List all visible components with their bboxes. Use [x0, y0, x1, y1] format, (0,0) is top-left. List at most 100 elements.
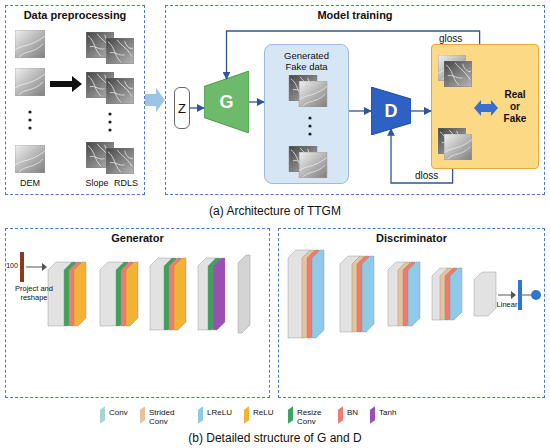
fake-tiles — [299, 81, 327, 107]
legend-label: LReLU — [207, 408, 232, 417]
dem-tiles — [15, 68, 45, 96]
fake-tiles — [308, 124, 311, 127]
discriminator-layers — [522, 295, 531, 296]
generator-layers — [164, 258, 176, 330]
generator-layers — [69, 262, 81, 326]
figure-caption: (b) Detailed structure of G and D — [0, 432, 550, 446]
generator-layers — [48, 262, 72, 326]
generator-block: G — [204, 71, 249, 133]
image-label: DEM — [15, 178, 45, 189]
generator-layers — [74, 262, 86, 326]
discriminator-layers — [288, 250, 310, 338]
data-box: Generated Fake data — [264, 44, 349, 184]
legend-swatch — [198, 406, 203, 424]
fake-tiles — [289, 75, 327, 178]
dem-tiles — [15, 30, 45, 58]
layer-note: Project and reshape — [12, 284, 56, 302]
connector — [349, 110, 371, 111]
image-label: Slope — [82, 178, 112, 189]
discriminator-layers — [518, 280, 522, 310]
discriminator-layers — [352, 256, 364, 332]
generator-layers — [208, 258, 220, 330]
dem-tiles — [28, 118, 31, 121]
discriminator-layers — [511, 291, 516, 299]
generator-layers — [150, 258, 172, 330]
group-box: Discriminator — [278, 228, 545, 398]
real-fake-tiles — [438, 128, 466, 154]
discriminator-layers — [474, 272, 496, 316]
fake-tiles — [289, 146, 317, 172]
discriminator-layers — [498, 295, 511, 296]
legend-swatch — [100, 406, 105, 424]
discriminator-layers — [445, 268, 457, 320]
discriminator-layers — [432, 268, 448, 320]
fake-tiles — [299, 152, 327, 178]
discriminator-layers — [357, 256, 369, 332]
discriminator-layers — [408, 262, 420, 326]
generator-layers — [100, 262, 124, 326]
generator-layers — [198, 258, 216, 330]
group-box: Generator — [5, 228, 270, 398]
slope-rdls-tiles — [86, 32, 134, 174]
decision-box: Real or Fake — [431, 44, 539, 169]
figure-caption: (a) Architecture of TTGM — [0, 205, 550, 219]
generator-layers — [213, 258, 225, 330]
legend-label: Strided Conv — [149, 408, 179, 426]
legend-label: ReLU — [253, 408, 273, 417]
legend-label: Tanh — [379, 408, 396, 417]
discriminator-layers — [388, 262, 406, 326]
slope-rdls-tiles — [86, 72, 114, 98]
legend-label: Resize Conv — [297, 408, 327, 426]
generator-layers — [169, 258, 181, 330]
connector — [391, 129, 453, 183]
slope-rdls-tiles — [108, 128, 111, 131]
discriminator-layers — [440, 268, 452, 320]
dem-tiles — [15, 145, 45, 173]
discriminator-layers — [302, 250, 314, 338]
discriminator-block: D — [371, 87, 411, 135]
discriminator-layers — [312, 250, 324, 338]
discriminator-layers — [288, 250, 541, 338]
real-fake-tiles — [438, 55, 466, 81]
connector — [190, 107, 204, 108]
image-label: RDLS — [110, 178, 142, 189]
dem-tiles — [28, 126, 31, 129]
process-arrow — [50, 76, 82, 92]
dem-tiles — [28, 110, 31, 113]
group-box: Model trainingZ GGenerated Fake data D Real… — [165, 5, 545, 195]
real-fake-tiles — [444, 134, 472, 160]
group-box: Data preprocessing — [5, 5, 145, 195]
legend-swatch — [338, 406, 343, 424]
box-label: Real or Fake — [499, 89, 531, 125]
discriminator-layers — [340, 256, 360, 332]
flow-arrow — [145, 88, 165, 112]
slope-rdls-tiles — [86, 142, 114, 168]
slope-rdls-tiles — [86, 32, 114, 58]
generator-layers — [116, 262, 128, 326]
generator-layers — [238, 255, 250, 333]
generator-layers — [20, 252, 250, 333]
discriminator-layers — [403, 262, 415, 326]
block-label: G — [204, 71, 249, 133]
fake-tiles — [308, 132, 311, 135]
vector-label: Z — [178, 101, 186, 116]
connector — [411, 110, 431, 111]
block-label: D — [371, 87, 411, 135]
dem-tiles — [15, 30, 45, 173]
shape-outline — [371, 87, 411, 135]
group-title: Model training — [166, 9, 544, 21]
legend-label: BN — [347, 408, 358, 417]
fake-tiles — [289, 75, 317, 101]
slope-rdls-tiles — [106, 78, 134, 104]
discriminator-layers — [307, 250, 319, 338]
connector — [227, 31, 480, 79]
legend-swatch — [244, 406, 249, 424]
group-title: Generator — [6, 232, 269, 244]
generator-layers — [126, 262, 138, 326]
shape-outline — [204, 71, 249, 133]
generator-layers — [20, 252, 24, 282]
legend-label: Conv — [109, 408, 128, 417]
discriminator-layers — [362, 256, 374, 332]
fake-tiles — [308, 116, 311, 119]
